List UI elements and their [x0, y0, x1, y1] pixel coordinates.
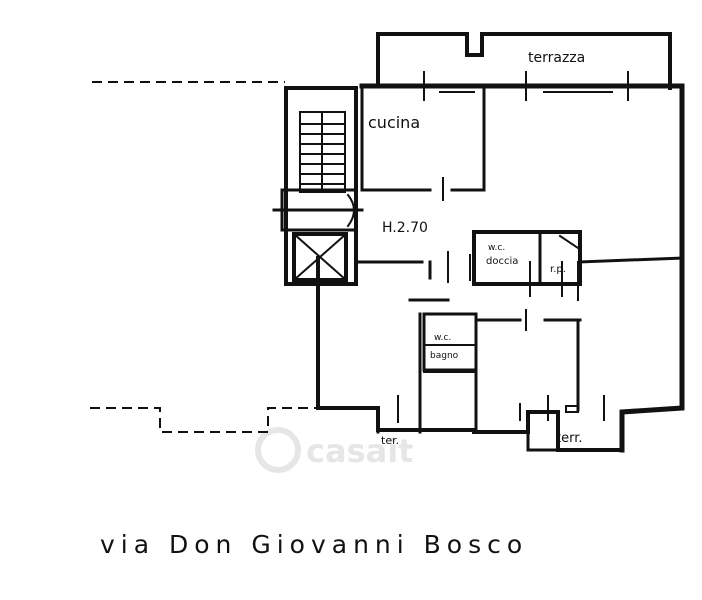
terrace-small-label: ter.	[381, 434, 399, 447]
wc-shower-label-2: doccia	[486, 256, 518, 267]
ceiling-height-label: H.2.70	[382, 220, 428, 236]
kitchen-label: cucina	[368, 113, 420, 132]
terrace-top-label: terrazza	[528, 50, 585, 66]
terrace-right-label: terr.	[556, 431, 583, 446]
walls	[272, 32, 685, 453]
boundary-lines	[90, 81, 318, 433]
watermark-text: casait	[306, 432, 413, 470]
wc-shower-label-1: w.c.	[488, 243, 505, 253]
street-name: via Don Giovanni Bosco	[100, 530, 529, 559]
watermark: casait	[255, 427, 413, 473]
room-labels: terrazza cucina H.2.70 w.c. doccia r.p. …	[368, 50, 585, 447]
wc-bath-label-1: w.c.	[434, 333, 451, 343]
wc-bath-label-2: bagno	[430, 351, 459, 361]
rip-label: r.p.	[550, 264, 566, 275]
